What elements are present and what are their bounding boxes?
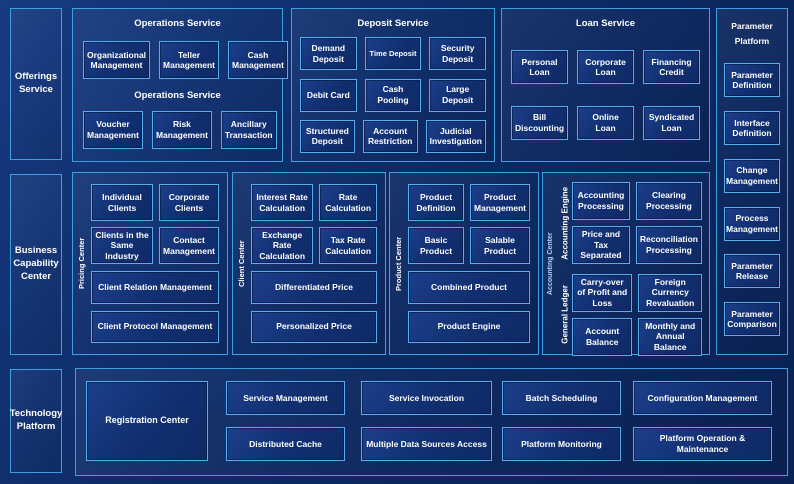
node-multiple-data-sources-access: Multiple Data Sources Access (361, 427, 492, 461)
node-debit-card: Debit Card (300, 78, 357, 112)
parameter-platform-title-line1: Parameter (731, 21, 773, 31)
node-configuration-management: Configuration Management (633, 381, 772, 415)
section-loan-service: Loan Service Personal Loan Corporate Loa… (501, 8, 710, 162)
rail-technology-platform: Technology Platform (10, 369, 62, 473)
node-registration-center: Registration Center (86, 381, 208, 461)
node-product-engine: Product Engine (408, 310, 530, 343)
node-clearing-processing: Clearing Processing (635, 182, 702, 220)
loan-service-title: Loan Service (575, 18, 636, 29)
accounting-engine-group: Accounting Engine Accounting Processing … (558, 182, 702, 264)
node-change-management: Change Management (724, 158, 780, 193)
section-product-center: Product Center Product Definition Produc… (389, 172, 539, 355)
node-cash-management: Cash Management (228, 41, 288, 80)
node-distributed-cache: Distributed Cache (226, 427, 345, 461)
section-accounting-center: Accounting Center Accounting Engine Acco… (542, 172, 710, 356)
node-client-relation-management: Client Relation Management (91, 271, 219, 304)
node-platform-monitoring: Platform Monitoring (502, 427, 621, 461)
node-carry-over-profit-loss: Carry-over of Profit and Loss (572, 273, 633, 312)
node-time-deposit: Time Deposit (364, 37, 422, 71)
node-cash-pooling: Cash Pooling (364, 78, 422, 112)
node-platform-operation-maintenance: Platform Operation & Maintenance (633, 427, 772, 461)
section-client-center: Client Center Interest Rate Calculation … (232, 172, 386, 355)
general-ledger-label: General Ledger (560, 285, 570, 344)
node-teller-management: Teller Management (159, 41, 219, 80)
accounting-engine-label: Accounting Engine (560, 186, 570, 260)
node-parameter-release: Parameter Release (724, 254, 780, 289)
node-judicial-investigation: Judicial Investigation (425, 119, 486, 153)
client-center-label: Client Center (237, 240, 246, 287)
node-salable-product: Salable Product (470, 227, 530, 264)
general-ledger-group: General Ledger Carry-over of Profit and … (558, 273, 702, 356)
section-deposit-service: Deposit Service Demand Deposit Time Depo… (291, 8, 495, 162)
node-product-management: Product Management (470, 184, 530, 221)
operations-service-title: Operations Service (134, 18, 221, 29)
node-individual-clients: Individual Clients (91, 184, 154, 221)
parameter-platform-title-line2: Platform (734, 36, 770, 47)
node-security-deposit: Security Deposit (429, 37, 486, 71)
node-structured-deposit: Structured Deposit (300, 119, 355, 153)
node-risk-management: Risk Management (151, 110, 212, 149)
section-parameter-platform: Parameter Platform Parameter Definition … (716, 8, 788, 355)
node-bill-discounting: Bill Discounting (511, 105, 569, 140)
node-basic-product: Basic Product (408, 227, 465, 264)
node-parameter-comparison: Parameter Comparison (724, 302, 780, 337)
rail-offerings-service: Offerings Service (10, 8, 62, 160)
node-reconciliation-processing: Reconciliation Processing (635, 225, 702, 264)
node-parameter-definition: Parameter Definition (724, 63, 780, 98)
node-service-management: Service Management (226, 381, 345, 415)
node-organizational-management: Organizational Management (83, 41, 151, 80)
node-differentiated-price: Differentiated Price (251, 271, 377, 304)
accounting-center-label: Accounting Center (547, 232, 554, 295)
node-voucher-management: Voucher Management (83, 110, 143, 149)
node-ancillary-transaction: Ancillary Transaction (220, 110, 277, 149)
node-account-restriction: Account Restriction (362, 119, 418, 153)
node-accounting-processing: Accounting Processing (572, 182, 630, 220)
node-combined-product: Combined Product (408, 271, 530, 304)
node-foreign-currency-revaluation: Foreign Currency Revaluation (638, 273, 702, 312)
node-batch-scheduling: Batch Scheduling (502, 381, 621, 415)
section-technology-platform: Registration Center Service Management D… (75, 368, 788, 476)
deposit-service-title: Deposit Service (357, 18, 429, 29)
node-service-invocation: Service Invocation (361, 381, 492, 415)
section-operations-service: Operations Service Organizational Manage… (72, 8, 288, 162)
node-corporate-loan: Corporate Loan (577, 50, 634, 85)
node-process-management: Process Management (724, 206, 780, 241)
node-account-balance: Account Balance (572, 317, 633, 356)
node-large-deposit: Large Deposit (429, 78, 486, 112)
pricing-center-label: Pricing Center (77, 237, 86, 290)
node-product-definition: Product Definition (408, 184, 465, 221)
node-financing-credit: Financing Credit (643, 50, 700, 85)
node-clients-same-industry: Clients in the Same Industry (91, 227, 154, 264)
node-corporate-clients: Corporate Clients (159, 184, 219, 221)
node-online-loan: Online Loan (577, 105, 635, 140)
node-personalized-price: Personalized Price (251, 310, 377, 343)
node-client-protocol-management: Client Protocol Management (91, 310, 219, 343)
operations-service-subtitle: Operations Service (134, 89, 221, 101)
node-contact-management: Contact Management (159, 227, 219, 264)
node-monthly-annual-balance: Monthly and Annual Balance (638, 317, 702, 356)
node-rate-calculation: Rate Calculation (319, 184, 377, 221)
parameter-platform-title: Parameter Platform (717, 19, 787, 50)
node-price-tax-separated: Price and Tax Separated (572, 225, 630, 264)
node-syndicated-loan: Syndicated Loan (643, 105, 700, 140)
product-center-label: Product Center (394, 236, 403, 291)
node-interface-definition: Interface Definition (724, 111, 780, 146)
rail-business-capability-center: Business Capability Center (10, 174, 62, 355)
node-tax-rate-calculation: Tax Rate Calculation (319, 227, 377, 264)
node-personal-loan: Personal Loan (511, 50, 568, 85)
node-interest-rate-calculation: Interest Rate Calculation (251, 184, 314, 221)
node-exchange-rate-calculation: Exchange Rate Calculation (251, 227, 314, 264)
node-demand-deposit: Demand Deposit (300, 37, 357, 71)
section-pricing-center: Pricing Center Individual Clients Corpor… (72, 172, 228, 355)
